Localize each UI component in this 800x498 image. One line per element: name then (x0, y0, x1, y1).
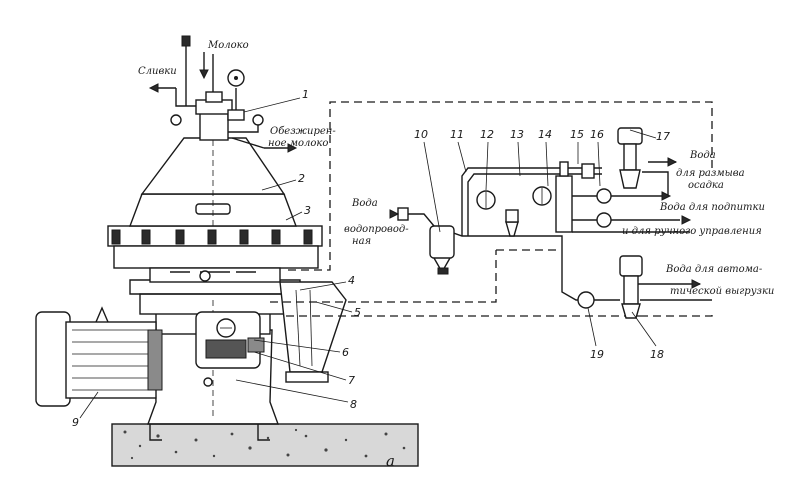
callout-19: 19 (590, 348, 604, 361)
dashed-piping (270, 101, 713, 317)
callout-8: 8 (350, 398, 357, 411)
top-fittings (170, 35, 265, 149)
label-skim-1: Обезжирен- (270, 126, 336, 137)
label-water-in-2: водопровод- (344, 224, 409, 235)
label-skim-2: ное молоко (268, 138, 328, 149)
callout-16: 16 (590, 128, 604, 141)
callout-3: 3 (304, 204, 311, 217)
callout-9: 9 (72, 416, 79, 429)
sludge-chute (279, 281, 347, 383)
water-arrows (389, 157, 702, 289)
bowl-flange (107, 225, 323, 283)
electric-motor (35, 306, 163, 407)
label-wash-3: осадка (688, 180, 724, 191)
callout-numbers: 1 2 3 4 5 6 7 8 9 10 11 12 13 14 15 16 1… (72, 88, 670, 429)
callout-2: 2 (298, 172, 305, 185)
callout-1: 1 (302, 88, 309, 101)
callout-12: 12 (480, 128, 494, 141)
drum-housing (128, 137, 298, 227)
label-feed-2: и для ручного управления (622, 226, 762, 237)
figure-caption: а (386, 452, 395, 470)
label-auto-1: Вода для автома- (665, 264, 763, 275)
callout-17: 17 (656, 130, 670, 143)
callout-11: 11 (450, 128, 464, 141)
label-milk-in: Молоко (207, 40, 249, 51)
callout-4: 4 (348, 274, 355, 287)
water-panel (396, 127, 712, 319)
label-feed-1: Вода для подпитки (659, 202, 765, 213)
text-labels: Молоко Сливки Обезжирен- ное молоко Вода… (138, 40, 774, 470)
callout-10: 10 (414, 128, 428, 141)
callout-18: 18 (650, 348, 664, 361)
leader-lines (79, 97, 657, 419)
label-wash-2: для размыва (676, 168, 745, 179)
callout-15: 15 (570, 128, 584, 141)
label-cream-out: Сливки (138, 66, 177, 77)
callout-5: 5 (354, 306, 361, 319)
flow-arrows (148, 52, 298, 153)
label-water-in-3: ная (352, 236, 371, 247)
label-water-in-1: Вода (351, 198, 378, 209)
callout-14: 14 (538, 128, 552, 141)
label-auto-2: тической выгрузки (670, 286, 774, 297)
foundation (111, 423, 419, 467)
callout-6: 6 (342, 346, 349, 359)
callout-13: 13 (510, 128, 524, 141)
callout-7: 7 (348, 374, 355, 387)
label-wash-1: Вода (689, 150, 716, 161)
gear-housing (195, 311, 265, 387)
